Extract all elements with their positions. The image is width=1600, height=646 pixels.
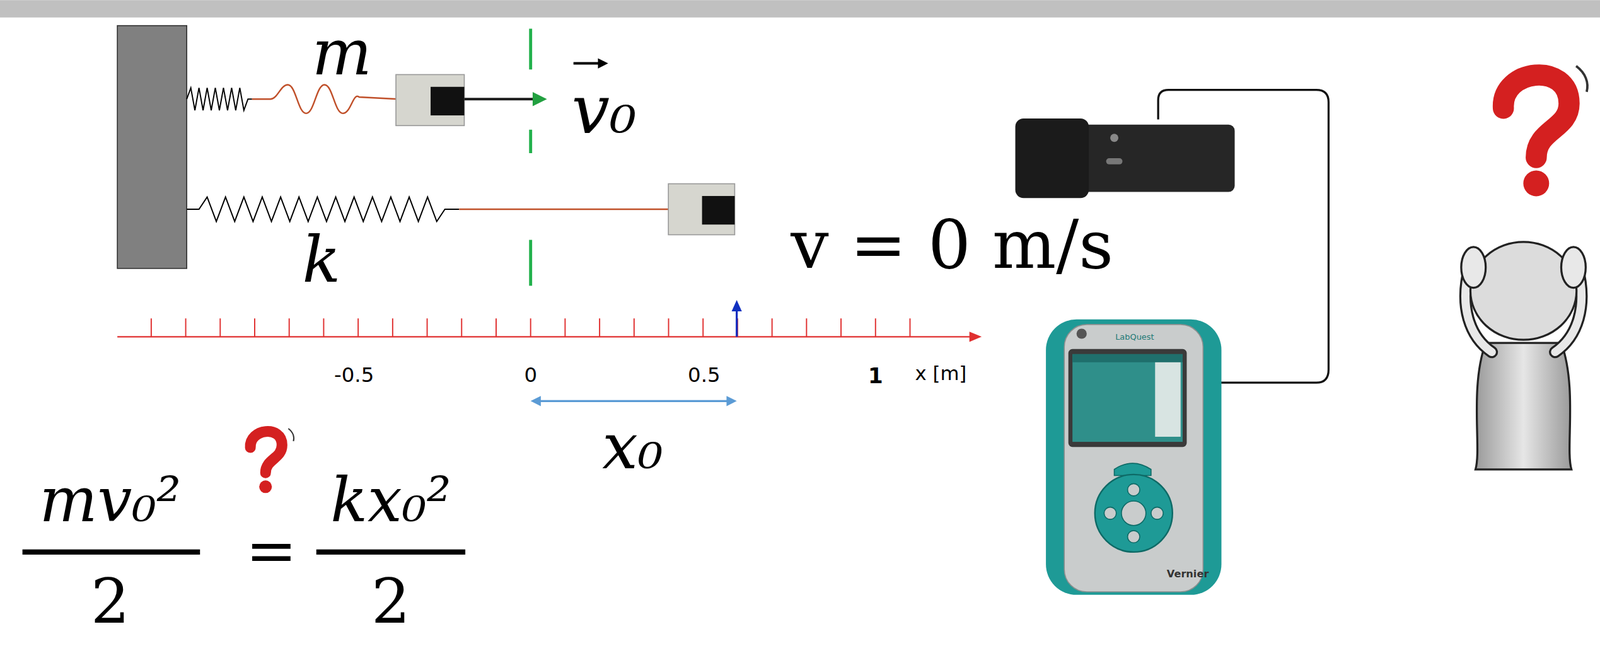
equilibrium-line [528,28,533,287]
labquest-screen-bar [1072,354,1183,363]
sensor-switch [1106,158,1123,165]
labquest-power [1076,328,1087,339]
axis-number: 1 [868,365,884,387]
axis-tick [598,318,601,337]
labquest-key [1114,463,1152,476]
axis-unit: x [m] [914,363,967,384]
axis-tick [909,318,911,337]
axis-tick [771,318,773,337]
axis-ticks [151,318,911,337]
block [395,74,464,126]
vector-arrow [573,62,601,65]
axis-tick [185,318,187,337]
velocity-arrowhead [532,92,548,107]
device-brand: Vernier [1166,569,1210,580]
axis-tick [805,318,807,337]
axis-number: -0.5 [334,365,374,386]
mass-label: m [312,21,372,85]
labquest-screen-panel [1154,359,1181,437]
axis-number: 0.5 [687,365,720,386]
top-bar [0,0,1600,18]
device-brand: LabQuest [1115,333,1155,342]
block-tab [430,86,464,116]
x-axis-arrowhead [969,331,982,342]
equation-denominator: 2 [90,571,130,633]
spring-mass-wave [252,85,398,114]
question-mark-icon [1503,66,1588,197]
axis-tick [564,318,566,337]
axis-number: 0 [523,365,538,386]
axis-tick [495,318,497,337]
axis-tick [668,318,670,337]
wall [117,25,187,269]
labquest-body [1064,324,1203,592]
axis-tick [875,318,877,337]
position-marker-head [731,300,743,312]
axis-tick [219,318,221,337]
labquest-screen-frame [1068,349,1188,447]
string [458,208,669,210]
fraction-bar [22,549,201,555]
fraction-bar [316,549,466,555]
velocity-arrow [463,97,535,101]
labquest-keypad [1095,474,1173,553]
axis-tick [322,318,325,337]
equation-sign: = [245,520,297,582]
spring-coil [186,87,253,111]
axis-tick [150,318,152,337]
axis-tick [392,318,394,337]
equation-numerator: mv₀² [39,469,181,531]
stiffness-label: k [301,228,341,292]
axis-tick [254,318,256,337]
block-tab [702,196,736,225]
axis-tick [288,318,290,337]
axis-tick [357,318,359,337]
labquest-keys [1103,483,1164,543]
labquest-keypad-center [1121,501,1147,526]
axis-tick [426,318,429,337]
axis-tick [530,318,532,337]
velocity-value: v = 0 m/s [790,211,1114,279]
x-axis [117,336,972,338]
axis-tick [702,318,704,337]
labquest-screen [1072,354,1183,442]
motion-sensor-front [1015,118,1090,198]
sensor-button [1110,133,1119,142]
vector-arrowhead [598,57,609,69]
axis-tick [460,318,463,337]
dimension-arrow [539,400,729,403]
axis-tick [840,318,842,337]
equation-denominator: 2 [371,571,411,633]
confused-person [1461,242,1586,470]
axis-tick [633,318,635,337]
equation-numerator: kx₀² [330,469,451,531]
amplitude-label: x₀ [602,415,664,479]
dimension-arrowhead [726,395,737,406]
dimension-arrowhead [530,395,541,406]
block [668,184,735,236]
question-mark-icon [250,428,294,493]
spring-coil [186,197,459,222]
velocity-label: v₀ [571,76,637,144]
position-marker [735,309,738,338]
labquest-device [1045,319,1222,596]
